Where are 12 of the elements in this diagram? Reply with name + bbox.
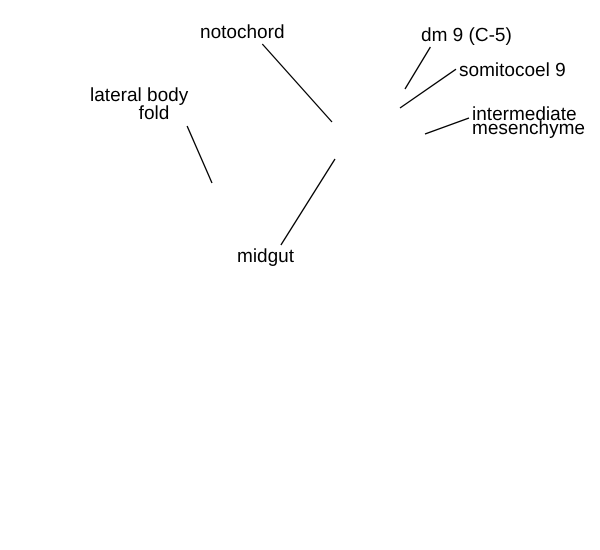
leader-line (262, 44, 332, 122)
leader-line (424, 117, 470, 135)
leader-line (186, 126, 213, 184)
part-label: lateral body fold (90, 87, 218, 123)
leader-line (400, 68, 456, 109)
leader-line (280, 158, 336, 246)
part-label: midgut (237, 248, 307, 265)
part-label: notochord (200, 24, 300, 41)
part-label: somitocoel 9 (459, 62, 584, 79)
part-label: dm 9 (C-5) (421, 27, 521, 44)
part-label: intermediate mesenchyme (472, 108, 594, 136)
leader-line (404, 46, 431, 90)
